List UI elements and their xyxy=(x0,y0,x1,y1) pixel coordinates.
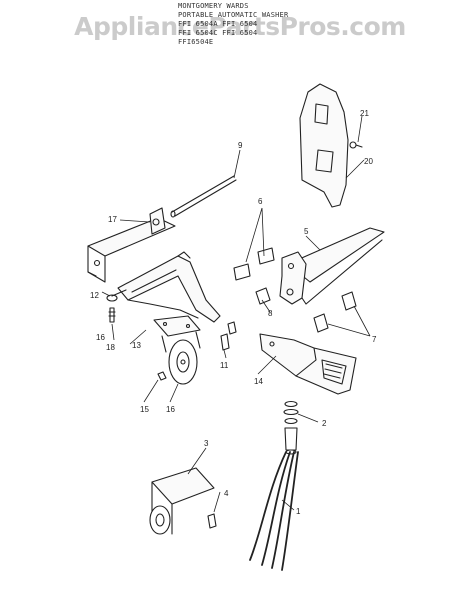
callout-13: 13 xyxy=(132,341,141,350)
callout-18: 18 xyxy=(106,343,115,352)
part-18-bolt xyxy=(106,294,118,323)
part-3-rear-caster xyxy=(149,467,215,535)
part-4-screw xyxy=(207,513,217,529)
callout-3: 3 xyxy=(204,439,209,448)
callout-17: 17 xyxy=(108,215,117,224)
callout-21: 21 xyxy=(360,109,369,118)
callout-16-lower: 16 xyxy=(166,405,175,414)
part-20-shield-plate xyxy=(299,83,349,208)
callout-15: 15 xyxy=(140,405,149,414)
part-5-lever-bracket xyxy=(279,227,385,305)
part-1-hose xyxy=(249,451,299,571)
callout-4: 4 xyxy=(224,489,229,498)
part-8-clip xyxy=(255,287,271,305)
part-7-bumpers xyxy=(313,291,357,333)
part-6-slide-pads xyxy=(233,247,275,281)
header-line-models-1: FFI 6504A FFI 6504 xyxy=(178,20,258,28)
callout-2: 2 xyxy=(322,419,327,428)
part-13-screw xyxy=(227,321,237,335)
header-line-brand: MONTGOMERY WARDS xyxy=(178,2,249,10)
part-15-screw xyxy=(157,371,167,381)
part-9-rod xyxy=(170,175,237,218)
part-17-bracket xyxy=(87,207,176,283)
callout-14: 14 xyxy=(254,377,263,386)
callout-12: 12 xyxy=(90,291,99,300)
callout-5: 5 xyxy=(304,227,309,236)
part-21-screw xyxy=(349,141,363,149)
part-2-fitting xyxy=(283,400,299,455)
callout-16-upper: 16 xyxy=(96,333,105,342)
callout-20: 20 xyxy=(364,157,373,166)
part-14-pedal-lever xyxy=(259,333,357,395)
header-line-product: PORTABLE AUTOMATIC WASHER xyxy=(178,11,289,19)
callout-8: 8 xyxy=(268,309,273,318)
callout-11: 11 xyxy=(220,361,229,370)
callout-1: 1 xyxy=(296,507,301,516)
callout-9: 9 xyxy=(238,141,243,150)
header-line-models-2: FFI 6504C FFI 6504 xyxy=(178,29,258,37)
callout-numbers: 21 20 9 17 6 5 8 7 12 16 18 13 11 14 15 … xyxy=(90,109,377,516)
callout-7: 7 xyxy=(372,335,377,344)
part-11-screw xyxy=(220,333,230,351)
part-12-frame-arm xyxy=(111,251,221,323)
part-16-front-caster xyxy=(153,315,201,385)
watermark: AppliancePartsPros.com xyxy=(74,12,406,41)
header-line-models-3: FFI6504E xyxy=(178,38,214,46)
leader-lines xyxy=(101,115,371,513)
callout-6: 6 xyxy=(258,197,263,206)
